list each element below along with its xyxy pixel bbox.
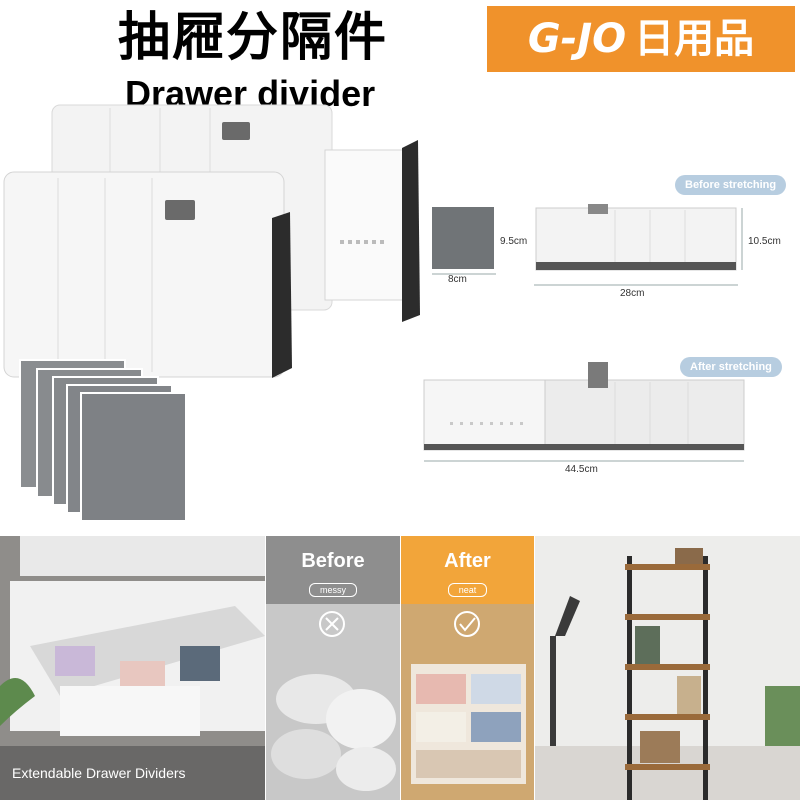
after-width-arrow bbox=[424, 460, 744, 462]
after-stretching-label: After stretching bbox=[680, 357, 782, 377]
drawer-photo-panel: Extendable Drawer Dividers bbox=[0, 536, 265, 800]
title-chinese: 抽屜分隔件 bbox=[118, 8, 389, 68]
divider-before-stretching bbox=[535, 204, 743, 271]
brand-suffix: 日用品 bbox=[634, 16, 755, 62]
after-title: After bbox=[444, 550, 491, 572]
shelf-photo bbox=[535, 536, 800, 800]
before-panel: Before messy bbox=[266, 536, 400, 800]
drawer-photo bbox=[0, 536, 265, 800]
pad-height-label: 9.5cm bbox=[500, 236, 528, 247]
before-height-label: 10.5cm bbox=[748, 236, 781, 247]
divider-front bbox=[3, 171, 292, 378]
drawer-caption: Extendable Drawer Dividers bbox=[12, 765, 186, 781]
before-subtitle: messy bbox=[308, 583, 357, 597]
after-width-label: 44.5cm bbox=[565, 464, 598, 475]
product-dividers-illustration bbox=[3, 104, 420, 378]
brand-badge: G-JO 日用品 bbox=[487, 6, 795, 72]
brand-name: G-JO bbox=[527, 16, 627, 62]
after-header bbox=[401, 536, 534, 604]
before-header bbox=[266, 536, 400, 604]
x-mark-icon bbox=[319, 611, 345, 637]
divider-after-stretching bbox=[423, 362, 745, 451]
before-width-label: 28cm bbox=[620, 288, 645, 299]
check-mark-icon bbox=[454, 611, 480, 637]
before-title: Before bbox=[301, 550, 365, 572]
before-width-arrow bbox=[534, 284, 738, 286]
messy-drawer-photo bbox=[266, 604, 400, 800]
after-panel: After neat bbox=[401, 536, 534, 800]
gray-pads-stack bbox=[19, 359, 187, 522]
before-stretching-label: Before stretching bbox=[675, 175, 787, 195]
gray-pad-swatch bbox=[432, 207, 494, 269]
after-subtitle: neat bbox=[447, 583, 488, 597]
pad-width-arrow bbox=[432, 273, 496, 275]
neat-drawer-photo bbox=[401, 604, 534, 800]
shelf-photo-panel bbox=[535, 536, 800, 800]
pad-width-label: 8cm bbox=[448, 274, 467, 285]
